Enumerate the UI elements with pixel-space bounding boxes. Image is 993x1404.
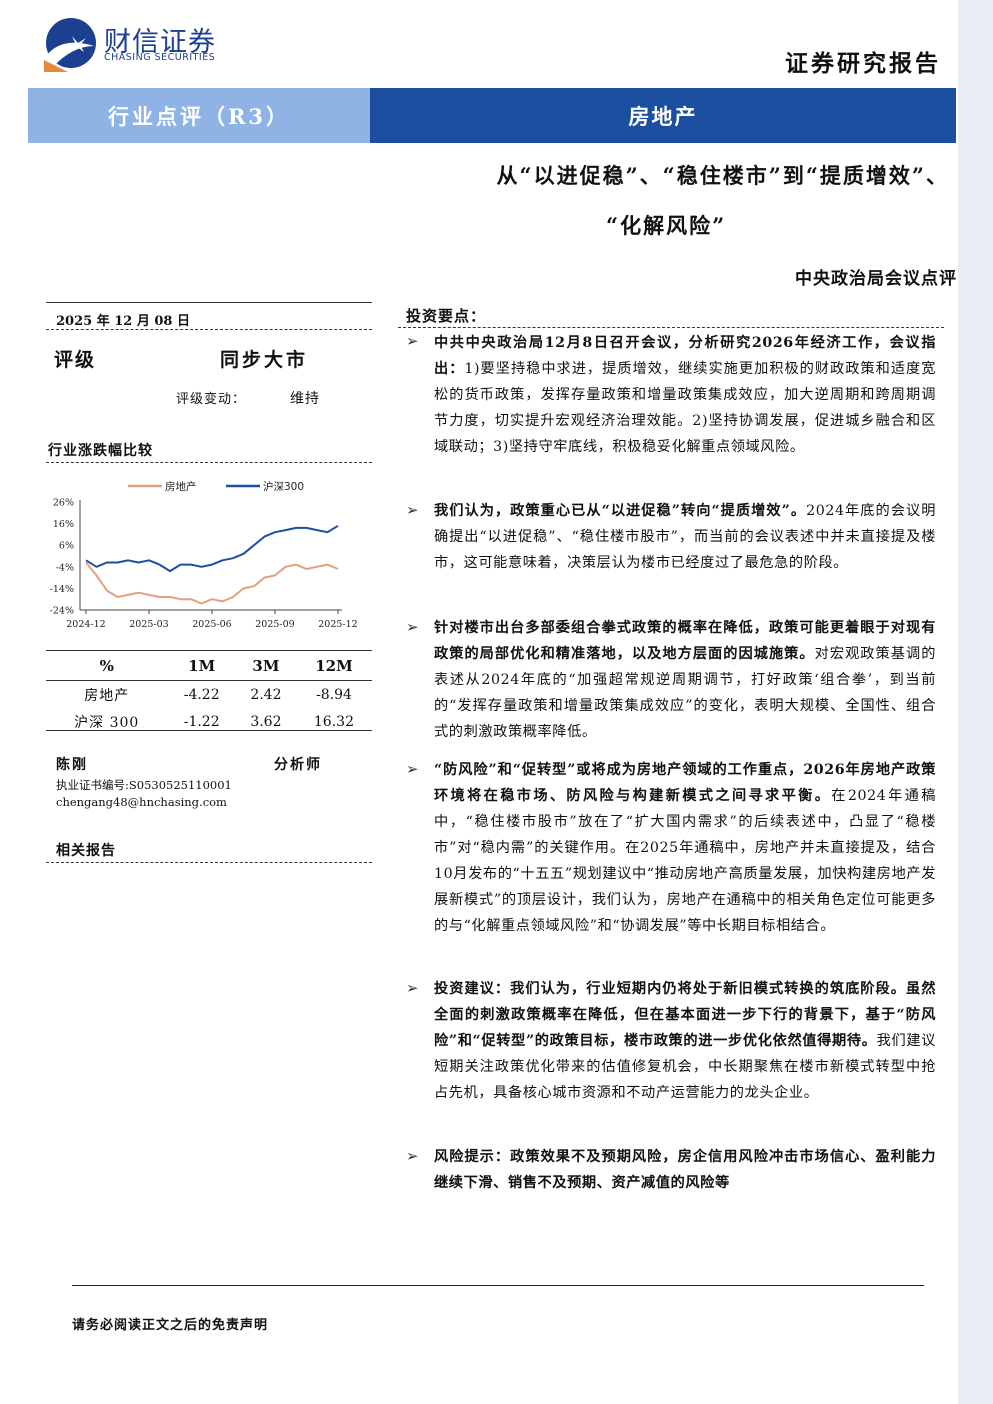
sidebar-top-rule — [46, 302, 372, 303]
y-tick-label: -4% — [56, 562, 74, 573]
table-header-cell: % — [99, 657, 114, 675]
chasing-logo-icon — [44, 18, 96, 72]
footer-rule — [72, 1285, 924, 1286]
table-cell-name: 房地产 — [84, 687, 130, 704]
rating-change-value: 维持 — [290, 391, 320, 407]
table-header-row: % 1M 3M 12M — [46, 652, 372, 681]
chart-section-rule — [46, 462, 372, 463]
key-point-paragraph: 针对楼市出台多部委组合拳式政策的概率在降低，政策可能更着眼于对现有政策的局部优化… — [434, 615, 936, 745]
bullet-arrow-icon: ➢ — [406, 979, 419, 997]
analyst-title: 分析师 — [274, 757, 322, 773]
rating-label: 评级 — [54, 349, 97, 371]
table-cell: -8.94 — [315, 686, 352, 703]
key-point-text: 1)要坚持稳中求进，提质增效，继续实施更加积极的财政政策和适度宽松的货币政策，发… — [434, 361, 936, 455]
table-cell-name: 沪深 300 — [74, 714, 140, 731]
report-date: 2025 年 12 月 08 日 — [56, 314, 190, 329]
key-point-bold: “防风险”和“促转型”或将成为房地产领域的工作重点，2026年房地产政策环境将在… — [434, 762, 936, 804]
series-line — [85, 524, 339, 573]
key-point-bold: 中共中央政治局12月8日召开会议，分析研究2026年经济工作，会议指出： — [434, 335, 936, 377]
table-header-cell: 1M — [188, 657, 216, 675]
report-category-band: 行业点评（R3） — [28, 88, 370, 143]
bullet-arrow-icon: ➢ — [406, 760, 419, 778]
table-cell: 2.42 — [250, 686, 282, 703]
table-row: 沪深 300 -1.22 3.62 16.32 — [46, 708, 372, 735]
performance-line-chart: 房地产 沪深300 26% 16% 6% -4% -14% -24% 2024-12 2025-0… — [50, 480, 358, 630]
x-tick-label: 2025-12 — [318, 619, 357, 630]
brand-name-en: CHASING SECURITIES — [104, 52, 216, 63]
report-subtitle: 中央政治局会议点评 — [795, 269, 957, 289]
bullet-arrow-icon: ➢ — [406, 332, 419, 350]
date-dashed-rule — [46, 329, 372, 330]
key-point-bold: 风险提示：政策效果不及预期风险，房企信用风险冲击市场信心、盈利能力继续下滑、销售… — [434, 1149, 936, 1191]
key-point-text: 2024年底的会议明确提出“以进促稳”、“稳住楼市股市”，而当前的会议表述中并未… — [434, 503, 936, 571]
rating-value: 同步大市 — [220, 349, 309, 371]
x-tick-label: 2025-09 — [255, 619, 294, 630]
analyst-email[interactable]: chengang48@hnchasing.com — [56, 795, 227, 809]
y-tick-label: 26% — [53, 498, 74, 509]
bullet-arrow-icon: ➢ — [406, 618, 419, 636]
key-point-bold: 投资建议：我们认为，行业短期内仍将处于新旧模式转换的筑底阶段。虽然全面的刺激政策… — [434, 981, 936, 1049]
related-reports-rule — [46, 862, 372, 863]
key-point-text: 对宏观政策基调的表述从2024年底的“加强超常规逆周期调节，打好政策‘组合拳’，… — [434, 646, 936, 740]
key-point-text: 在2024年通稿中，“稳住楼市股市”放在了“扩大国内需求”的后续表述中，凸显了“… — [434, 788, 936, 934]
analyst-cert-number: 执业证书编号:S0530525110001 — [56, 778, 232, 792]
key-point-paragraph: 风险提示：政策效果不及预期风险，房企信用风险冲击市场信心、盈利能力继续下滑、销售… — [434, 1144, 936, 1196]
key-point-bold: 我们认为，政策重心已从“以进促稳”转向“提质增效”。 — [434, 503, 807, 519]
key-point-bold: 针对楼市出台多部委组合拳式政策的概率在降低，政策可能更着眼于对现有政策的局部优化… — [434, 620, 936, 662]
key-point-text: 我们建议短期关注政策优化带来的估值修复机会，中长期聚焦在楼市新模式转型中抢占先机… — [434, 1033, 936, 1101]
industry-band: 房地产 — [370, 88, 956, 143]
rating-change-label: 评级变动： — [176, 392, 247, 407]
y-tick-label: -14% — [50, 584, 74, 595]
series-line — [85, 561, 339, 605]
key-point-paragraph: “防风险”和“促转型”或将成为房地产领域的工作重点，2026年房地产政策环境将在… — [434, 757, 936, 939]
right-margin-strip — [958, 0, 993, 1404]
table-cell: 3.62 — [250, 713, 282, 730]
related-reports-title: 相关报告 — [56, 843, 116, 859]
key-point-paragraph: 中共中央政治局12月8日召开会议，分析研究2026年经济工作，会议指出：1)要坚… — [434, 330, 936, 460]
key-points-heading: 投资要点： — [406, 307, 487, 325]
brand-name-cn: 财信证券 — [104, 27, 216, 58]
y-tick-label: 16% — [53, 519, 74, 530]
key-point-paragraph: 投资建议：我们认为，行业短期内仍将处于新旧模式转换的筑底阶段。虽然全面的刺激政策… — [434, 976, 936, 1106]
key-points-rule — [398, 327, 944, 328]
x-tick-label: 2025-06 — [192, 619, 231, 630]
table-header-cell: 12M — [315, 657, 353, 675]
table-cell: 16.32 — [313, 713, 354, 730]
chart-section-title: 行业涨跌幅比较 — [48, 443, 153, 459]
y-tick-label: 6% — [59, 541, 74, 552]
table-top-rule — [46, 650, 372, 651]
report-title-line-1: 从“以进促稳”、“稳住楼市”到“提质增效”、 — [496, 163, 949, 188]
key-point-paragraph: 我们认为，政策重心已从“以进促稳”转向“提质增效”。2024年底的会议明确提出“… — [434, 498, 936, 576]
table-bottom-rule — [46, 730, 372, 731]
table-cell: -4.22 — [183, 686, 220, 703]
disclaimer-notice: 请务必阅读正文之后的免责声明 — [72, 1318, 269, 1333]
table-cell: -1.22 — [183, 713, 220, 730]
legend-label: 房地产 — [165, 480, 197, 493]
bullet-arrow-icon: ➢ — [406, 501, 419, 519]
analyst-name: 陈刚 — [56, 757, 88, 773]
bullet-arrow-icon: ➢ — [406, 1147, 419, 1165]
report-title-line-2: “化解风险” — [606, 213, 727, 238]
x-tick-label: 2025-03 — [129, 619, 168, 630]
table-header-cell: 3M — [252, 657, 280, 675]
report-type-label: 证券研究报告 — [785, 50, 941, 77]
x-tick-label: 2024-12 — [66, 619, 105, 630]
y-tick-label: -24% — [50, 606, 74, 617]
legend-label: 沪深300 — [263, 480, 304, 493]
performance-table: % 1M 3M 12M 房地产 -4.22 2.42 -8.94 沪深 300 … — [46, 652, 372, 735]
table-row: 房地产 -4.22 2.42 -8.94 — [46, 680, 372, 709]
